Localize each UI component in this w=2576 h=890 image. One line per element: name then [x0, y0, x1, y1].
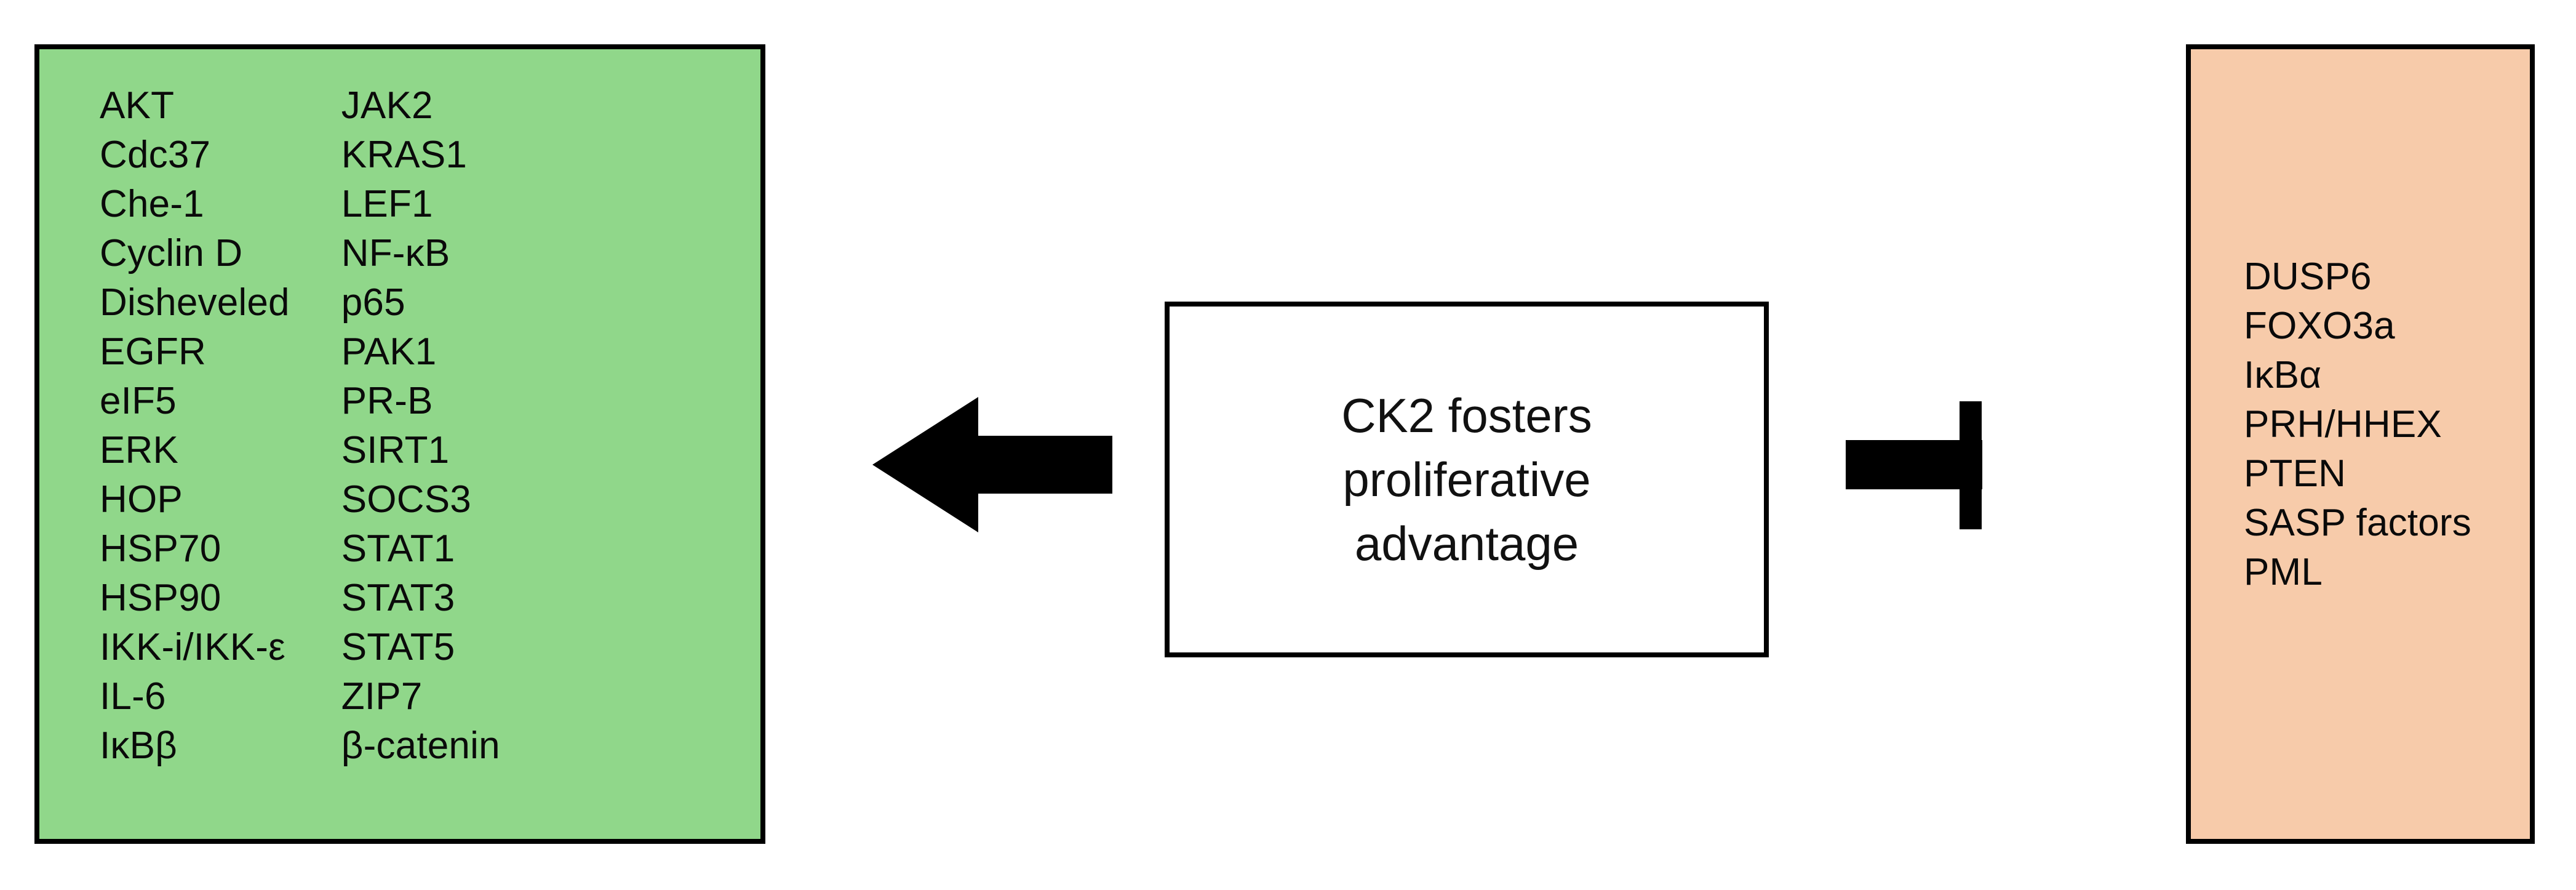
- center-statement-box: CK2 fosters proliferative advantage: [1165, 302, 1769, 657]
- gene-item: KRAS1: [341, 134, 468, 176]
- activated-targets-column-left: AKT Cdc37 Che-1 Cyclin D Disheveled EGFR…: [100, 81, 290, 771]
- gene-item: JAK2: [341, 84, 433, 127]
- gene-item: DUSP6: [2244, 255, 2372, 298]
- gene-item: Disheveled: [100, 281, 290, 324]
- gene-item: ZIP7: [341, 675, 423, 718]
- gene-item: IκBβ: [100, 724, 178, 767]
- gene-item: HOP: [100, 478, 183, 521]
- gene-item: Cdc37: [100, 134, 211, 176]
- gene-item: ERK: [100, 429, 179, 471]
- gene-item: Cyclin D: [100, 232, 243, 275]
- gene-item: HSP70: [100, 527, 221, 570]
- gene-item: p65: [341, 281, 405, 324]
- gene-item: eIF5: [100, 380, 177, 422]
- gene-item: IL-6: [100, 675, 166, 718]
- gene-item: IKK-i/IKK-ε: [100, 626, 285, 668]
- gene-item: HSP90: [100, 577, 221, 619]
- gene-item: PML: [2244, 551, 2323, 593]
- gene-item: EGFR: [100, 331, 207, 373]
- gene-item: LEF1: [341, 183, 433, 225]
- gene-item: STAT1: [341, 527, 455, 570]
- gene-item: STAT5: [341, 626, 455, 668]
- inhibited-targets-list: DUSP6 FOXO3a IκBα PRH/HHEX PTEN SASP fac…: [2244, 252, 2471, 597]
- gene-item: β-catenin: [341, 724, 500, 767]
- gene-item: PAK1: [341, 331, 437, 373]
- gene-item: AKT: [100, 84, 175, 127]
- gene-item: SOCS3: [341, 478, 471, 521]
- activation-arrow: [872, 394, 1112, 535]
- gene-item: IκBα: [2244, 354, 2322, 396]
- gene-item: Che-1: [100, 183, 204, 225]
- inhibition-arrow: [1846, 394, 2030, 548]
- center-statement-text: CK2 fosters proliferative advantage: [1341, 388, 1592, 571]
- gene-item: NF-κB: [341, 232, 450, 275]
- block-arrow-left-icon: [872, 397, 1112, 532]
- gene-item: SIRT1: [341, 429, 450, 471]
- t-bar-inhibition-right-icon: [1846, 401, 1982, 529]
- gene-item: SASP factors: [2244, 502, 2471, 544]
- gene-item: PRH/HHEX: [2244, 403, 2442, 446]
- activated-targets-columns: AKT Cdc37 Che-1 Cyclin D Disheveled EGFR…: [100, 81, 500, 771]
- gene-item: PR-B: [341, 380, 433, 422]
- activated-targets-column-right: JAK2 KRAS1 LEF1 NF-κB p65 PAK1 PR-B SIRT…: [341, 81, 500, 771]
- inhibited-targets-panel: DUSP6 FOXO3a IκBα PRH/HHEX PTEN SASP fac…: [2186, 44, 2535, 844]
- activated-targets-panel: AKT Cdc37 Che-1 Cyclin D Disheveled EGFR…: [34, 44, 765, 844]
- gene-item: PTEN: [2244, 452, 2347, 495]
- gene-item: STAT3: [341, 577, 455, 619]
- gene-item: FOXO3a: [2244, 305, 2395, 347]
